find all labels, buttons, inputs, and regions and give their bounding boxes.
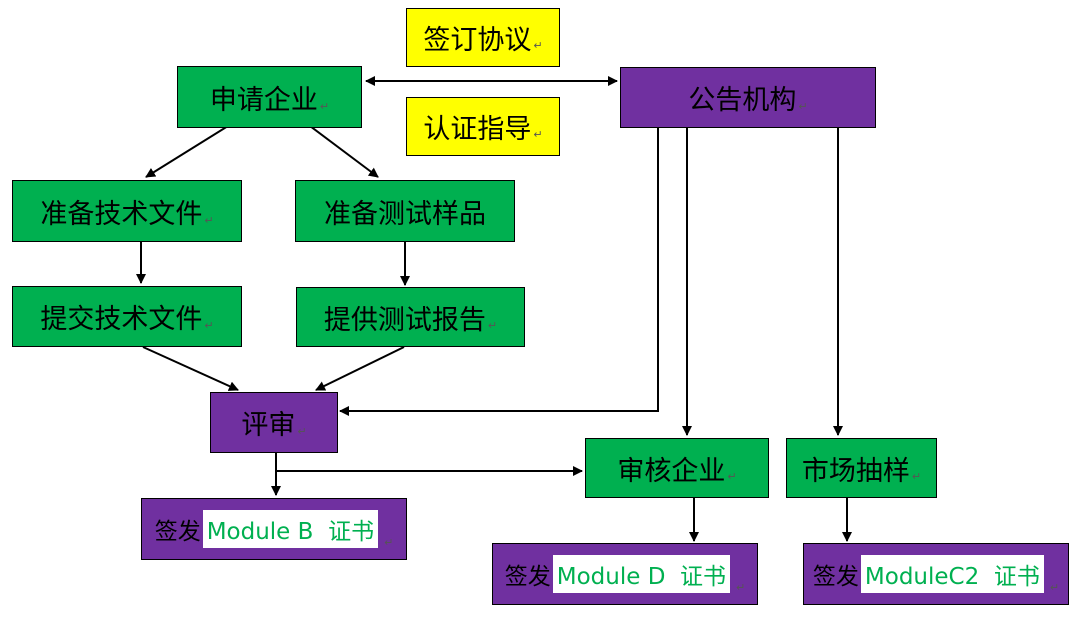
- paragraph-mark: ↵: [297, 425, 307, 438]
- review-label: 评审: [241, 410, 296, 441]
- paragraph-mark: ↵: [736, 581, 746, 594]
- review-box: 评审↵: [210, 392, 338, 453]
- audit-company-label: 审核企业: [617, 455, 726, 487]
- paragraph-mark: ↵: [533, 128, 543, 141]
- issue-prefix: 签发: [504, 564, 551, 590]
- applicant-label: 申请企业: [209, 84, 318, 116]
- cert-module-c2-label: ModuleC2 证书: [860, 555, 1044, 593]
- paragraph-mark: ↵: [204, 319, 214, 332]
- audit-company-box: 审核企业↵: [585, 438, 769, 498]
- agreement-box: 签订协议↵: [406, 8, 560, 67]
- test-report-label: 提供测试报告: [323, 304, 486, 336]
- prepare-samples-label: 准备测试样品: [324, 198, 486, 230]
- prepare-docs-label: 准备技术文件: [40, 198, 203, 230]
- cert-module-b-label: Module B 证书: [202, 510, 379, 548]
- paragraph-mark: ↵: [319, 100, 330, 113]
- prepare-samples-box: 准备测试样品: [295, 180, 515, 242]
- guidance-label: 认证指导: [423, 114, 532, 145]
- issue-prefix: 签发: [154, 519, 201, 545]
- notified-body-label: 公告机构: [688, 85, 797, 116]
- agreement-label: 签订协议: [423, 25, 532, 56]
- paragraph-mark: ↵: [384, 536, 394, 549]
- issue-prefix: 签发: [812, 564, 859, 590]
- arrow-notified-review: [339, 128, 659, 416]
- test-report-box: 提供测试报告↵: [296, 287, 525, 347]
- paragraph-mark: ↵: [727, 470, 737, 483]
- cert-module-d-label: Module D 证书: [552, 555, 731, 593]
- market-sampling-box: 市场抽样↵: [786, 438, 937, 498]
- arrow-submit-review: [142, 346, 239, 391]
- applicant-box: 申请企业↵: [177, 66, 362, 128]
- paragraph-mark: ↵: [798, 100, 808, 113]
- arrow-applicant-prepare-samples: [309, 125, 379, 178]
- arrow-applicant-prepare-docs: [145, 125, 229, 178]
- paragraph-mark: ↵: [204, 214, 214, 227]
- paragraph-mark: ↵: [487, 319, 498, 332]
- arrow-report-review: [315, 346, 405, 391]
- prepare-docs-box: 准备技术文件↵: [12, 180, 242, 242]
- paragraph-mark: ↵: [1049, 581, 1060, 594]
- submit-docs-box: 提交技术文件↵: [12, 286, 242, 347]
- submit-docs-label: 提交技术文件: [40, 304, 203, 335]
- market-sampling-label: 市场抽样: [801, 455, 910, 487]
- guidance-box: 认证指导↵: [406, 97, 560, 156]
- paragraph-mark: ↵: [533, 39, 543, 52]
- notified-body-box: 公告机构↵: [620, 67, 876, 128]
- paragraph-mark: ↵: [911, 470, 922, 483]
